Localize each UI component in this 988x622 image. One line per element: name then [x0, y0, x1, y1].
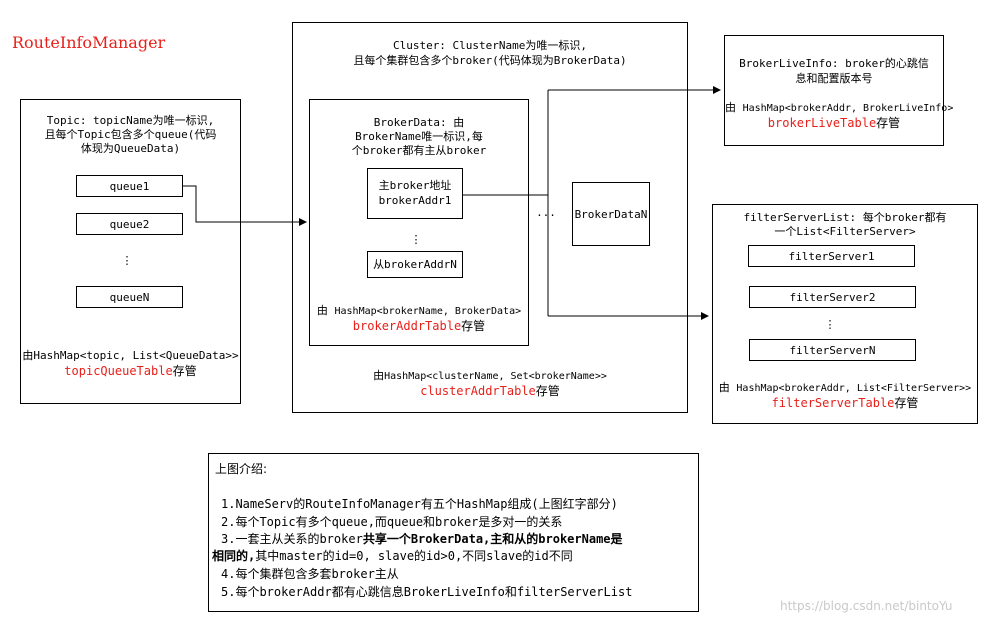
- broker-data-table-suffix: 存管: [461, 319, 486, 333]
- filter-map-label: 由 HashMap<brokerAddr, List<FilterServer>…: [713, 381, 977, 396]
- broker-live-table-name: brokerLiveTable: [767, 116, 877, 130]
- note-line-3a: 3.一套主从关系的broker: [221, 532, 363, 546]
- queue-ellipsis: ⋮: [121, 254, 133, 267]
- cluster-desc-line1: Cluster: ClusterName为唯一标识,: [392, 39, 588, 52]
- note-line-4b: 其中master的id=0, slave的id>0,不同slave的id不同: [255, 549, 573, 563]
- slave-broker-label: 从brokerAddrN: [373, 258, 457, 271]
- broker-data-desc-line3: 个broker都有主从broker: [351, 144, 487, 157]
- broker-data-table-name: brokerAddrTable: [352, 319, 462, 333]
- queue-label-2: queue2: [109, 218, 150, 231]
- broker-live-map-label: 由 HashMap<brokerAddr, BrokerLiveInfo>: [725, 101, 953, 116]
- topic-table-name: topicQueueTable: [64, 364, 173, 378]
- topic-desc-line3: 体现为QueueData): [80, 142, 181, 155]
- cluster-map-label: 由HashMap<clusterName, Set<brokerName>>: [293, 369, 687, 384]
- broker-data-desc-line1: BrokerData: 由: [373, 116, 465, 129]
- broker-data-hdots: ...: [536, 206, 556, 219]
- filter-table-label: filterServerTable存管: [713, 396, 977, 410]
- broker-addr-ellipsis: ⋮: [410, 233, 422, 246]
- queue-label-n: queueN: [109, 291, 150, 304]
- filter-desc-line1: filterServerList: 每个broker都有: [743, 211, 947, 224]
- cluster-table-name: clusterAddrTable: [420, 384, 536, 398]
- broker-live-desc-line1: BrokerLiveInfo: broker的心跳信: [739, 57, 929, 70]
- broker-live-map-line: HashMap<brokerAddr, BrokerLiveInfo>: [742, 103, 954, 114]
- slave-broker-box: 从brokerAddrN: [367, 251, 463, 278]
- note-line-6: 5.每个brokerAddr都有心跳信息BrokerLiveInfo和filte…: [221, 585, 633, 599]
- filter-map-line: HashMap<brokerAddr, List<FilterServer>>: [736, 383, 972, 394]
- master-broker-line2: brokerAddr1: [378, 194, 452, 207]
- filter-server-2-label: filterServer2: [789, 291, 876, 304]
- note-line-1: 1.NameServ的RouteInfoManager有五个HashMap组成(…: [221, 497, 618, 511]
- topic-desc-line2: 且每个Topic包含多个queue(代码: [44, 128, 217, 141]
- filter-server-n-box: filterServerN: [749, 339, 916, 361]
- note-heading: 上图介绍:: [215, 462, 268, 476]
- note-line-2: 2.每个Topic有多个queue,而queue和broker是多对一的关系: [221, 515, 563, 529]
- cluster-table-label: clusterAddrTable存管: [293, 384, 687, 398]
- filter-server-1-label: filterServer1: [788, 250, 875, 263]
- filter-server-1-box: filterServer1: [748, 245, 915, 267]
- broker-data-n-label: BrokerDataN: [574, 208, 648, 221]
- filter-table-name: filterServerTable: [771, 396, 895, 410]
- broker-live-table-label: brokerLiveTable存管: [725, 116, 943, 130]
- broker-live-desc-line2: 息和配置版本号: [795, 72, 873, 85]
- note-line-4a: 相同的,: [212, 549, 256, 563]
- master-broker-box: 主broker地址 brokerAddr1: [367, 168, 463, 219]
- filter-server-box: filterServerList: 每个broker都有 一个List<Filt…: [712, 204, 978, 424]
- broker-data-map-label: 由 HashMap<brokerName, BrokerData>: [310, 304, 528, 319]
- broker-live-map-prefix: 由: [725, 101, 743, 114]
- queue-box-n: queueN: [76, 286, 183, 308]
- broker-live-box: BrokerLiveInfo: broker的心跳信 息和配置版本号 由 Has…: [724, 35, 953, 146]
- broker-data-desc-line2: BrokerName唯一标识,每: [355, 130, 483, 143]
- broker-data-box: BrokerData: 由 BrokerName唯一标识,每 个broker都有…: [309, 99, 529, 346]
- topic-table-label: topicQueueTable存管: [21, 364, 240, 378]
- queue-box-1: queue1: [76, 175, 183, 197]
- cluster-map-line: HashMap<clusterName, Set<brokerName>>: [384, 371, 607, 382]
- broker-data-map-prefix: 由: [316, 304, 335, 317]
- broker-data-n-box: BrokerDataN: [572, 182, 650, 246]
- cluster-desc-line2: 且每个集群包含多个broker(代码体现为BrokerData): [353, 54, 627, 67]
- diagram-title: RouteInfoManager: [12, 33, 166, 52]
- filter-table-suffix: 存管: [894, 396, 919, 410]
- topic-box: Topic: topicName为唯一标识, 且每个Topic包含多个queue…: [20, 99, 241, 404]
- explanation-note: 上图介绍: 1.NameServ的RouteInfoManager有五个Hash…: [208, 453, 699, 612]
- queue-label-1: queue1: [109, 180, 150, 193]
- filter-ellipsis: ⋮: [824, 318, 836, 331]
- watermark: https://blog.csdn.net/bintoYu: [780, 599, 953, 613]
- topic-map-line: 由HashMap<topic, List<QueueData>>: [22, 349, 239, 362]
- master-broker-line1: 主broker地址: [378, 179, 452, 192]
- queue-box-2: queue2: [76, 213, 183, 235]
- topic-desc-line1: Topic: topicName为唯一标识,: [46, 114, 215, 127]
- filter-map-prefix: 由: [718, 381, 737, 394]
- topic-table-suffix: 存管: [172, 364, 197, 378]
- filter-desc-line2: 一个List<FilterServer>: [774, 225, 916, 238]
- note-line-4: 相同的,其中master的id=0, slave的id>0,不同slave的id…: [212, 548, 573, 564]
- filter-server-n-label: filterServerN: [789, 344, 876, 357]
- broker-data-map-line: HashMap<brokerName, BrokerData>: [334, 306, 522, 317]
- cluster-map-prefix: 由: [373, 369, 385, 382]
- cluster-table-suffix: 存管: [535, 384, 560, 398]
- broker-data-table-label: brokerAddrTable存管: [310, 319, 528, 333]
- filter-server-2-box: filterServer2: [749, 286, 916, 308]
- queue-to-cluster-arrow: [183, 185, 307, 226]
- note-line-3b: 共享一个BrokerData,主和从的brokerName是: [362, 532, 623, 546]
- note-line-5: 4.每个集群包含多套broker主从: [221, 567, 399, 581]
- note-line-3: 3.一套主从关系的broker共享一个BrokerData,主和从的broker…: [221, 531, 623, 547]
- broker-live-table-suffix: 存管: [876, 116, 901, 130]
